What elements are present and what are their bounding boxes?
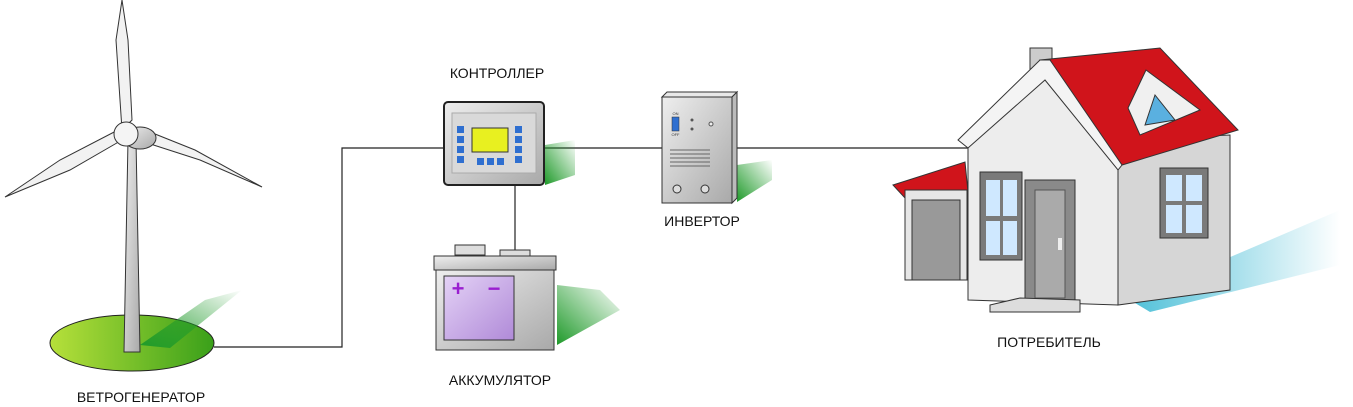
controller-label: КОНТРОЛЛЕР: [450, 65, 544, 81]
battery-plus-sign: +: [452, 276, 465, 301]
controller: [443, 101, 575, 186]
consumer-label: ПОТРЕБИТЕЛЬ: [997, 334, 1101, 350]
inverter-off-label: OFF: [672, 132, 681, 137]
wind-turbine: [4, 0, 263, 372]
inverter: ON OFF: [660, 90, 772, 205]
house: [892, 47, 1340, 313]
inverter-label: ИНВЕРТОР: [664, 213, 740, 229]
inverter-on-label: ON: [673, 111, 679, 116]
battery: + −: [433, 244, 620, 351]
battery-minus-sign: −: [488, 276, 501, 301]
wind-generator-label: ВЕТРОГЕНЕРАТОР: [77, 389, 205, 405]
battery-label: АККУМУЛЯТОР: [449, 372, 551, 388]
